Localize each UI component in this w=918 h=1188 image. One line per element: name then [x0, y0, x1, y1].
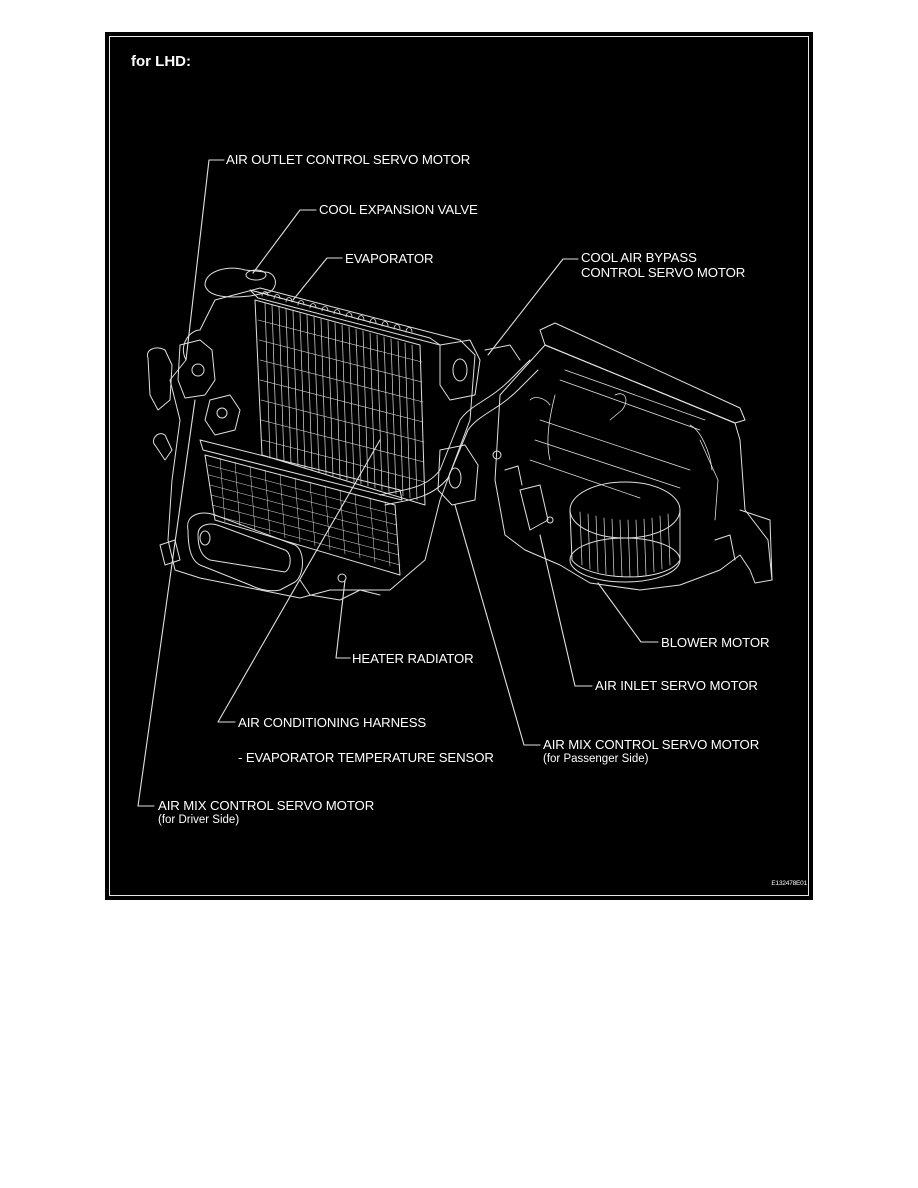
- blower-case: [494, 322, 773, 591]
- diagram-frame: [105, 32, 813, 900]
- left-case: [146, 267, 476, 601]
- label-air-mix-servo-driver-sub: (for Driver Side): [158, 814, 240, 826]
- label-evaporator: EVAPORATOR: [345, 251, 434, 266]
- label-air-mix-servo-driver: AIR MIX CONTROL SERVO MOTOR: [158, 798, 375, 813]
- label-cool-air-bypass-line2: CONTROL SERVO MOTOR: [581, 265, 746, 280]
- label-air-outlet-control-servo-motor: AIR OUTLET CONTROL SERVO MOTOR: [226, 152, 471, 167]
- label-heater-radiator: HEATER RADIATOR: [352, 651, 474, 666]
- label-cool-air-bypass: COOL AIR BYPASS: [581, 250, 697, 265]
- figure-code: E132478E01: [771, 880, 807, 887]
- label-evaporator-temperature-sensor: - EVAPORATOR TEMPERATURE SENSOR: [238, 750, 494, 765]
- diagram-title: for LHD:: [131, 53, 191, 70]
- label-air-mix-servo-passenger: AIR MIX CONTROL SERVO MOTOR: [543, 737, 760, 752]
- label-blower-motor: BLOWER MOTOR: [661, 635, 770, 650]
- middle-section: [379, 339, 539, 506]
- label-air-mix-servo-passenger-sub: (for Passenger Side): [543, 753, 649, 765]
- label-air-conditioning-harness: AIR CONDITIONING HARNESS: [238, 715, 427, 730]
- leader-lines: [137, 159, 659, 807]
- label-cool-expansion-valve: COOL EXPANSION VALVE: [319, 202, 478, 217]
- diagram-border: [109, 36, 809, 896]
- label-air-inlet-servo-motor: AIR INLET SERVO MOTOR: [595, 678, 758, 693]
